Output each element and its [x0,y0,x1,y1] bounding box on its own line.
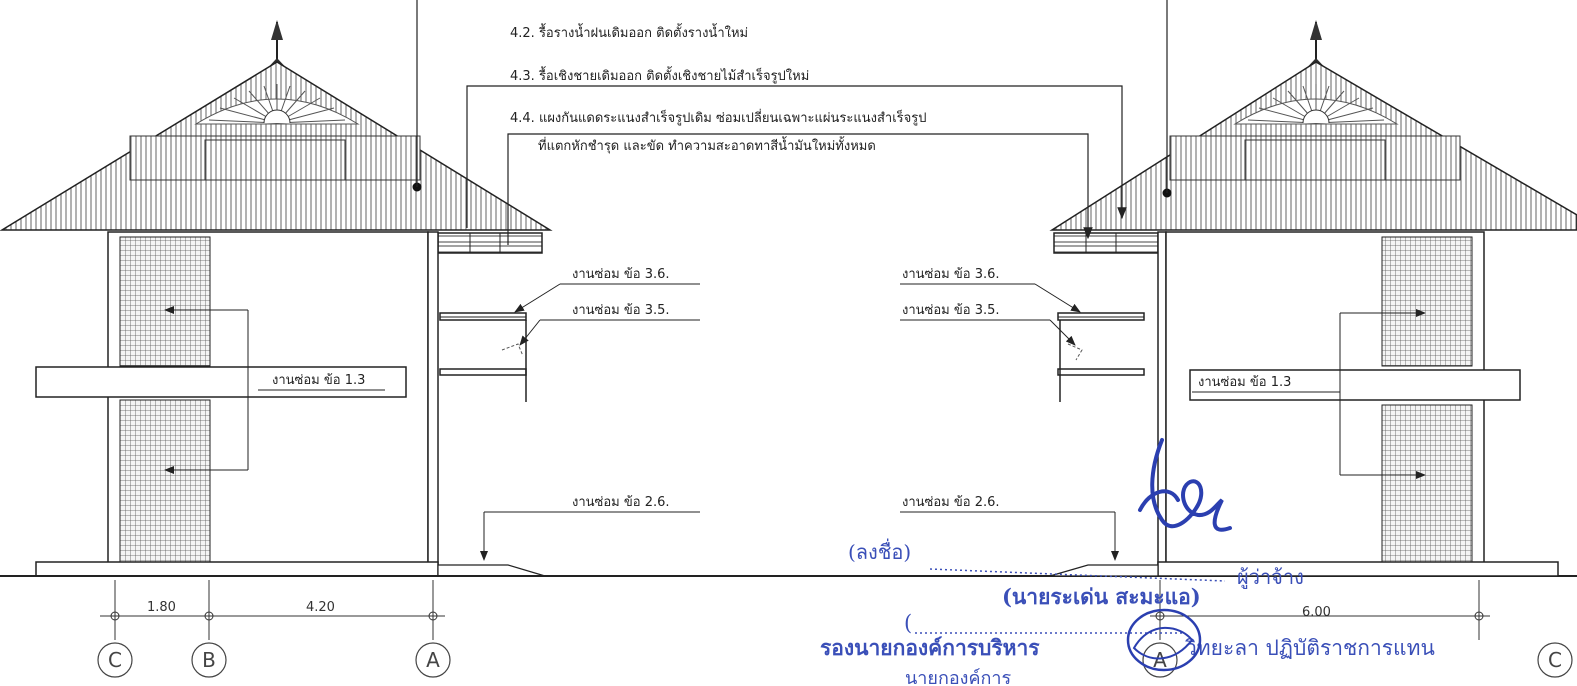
left-ramp [437,564,546,577]
left-sunburst [194,84,360,125]
right-callouts: งานซ่อม ข้อ 3.6. งานซ่อม ข้อ 3.5. งานซ่อ… [900,267,1340,561]
right-building [1049,20,1577,577]
left-building [0,20,553,577]
right-mesh-panel-lower [1381,404,1473,566]
left-mesh-panel-lower [119,399,211,566]
right-horizontal-beam [1189,369,1521,401]
official-stamp-mark [1126,608,1202,672]
signature-block: (ลงชื่อ) ผู้ว่าจ้าง (นายระเด่น สะมะแอ) (… [820,438,1435,686]
repair-notes: 4.2. รื้อรางน้ำฝนเดิมออก ติดตั้งรางน้ำให… [510,23,926,154]
right-sunburst [1233,84,1399,125]
dimension-lines [100,580,1490,640]
dim-left-cb: 1.80 [147,600,176,615]
callout-left-3-6: งานซ่อม ข้อ 3.6. [572,267,670,282]
open-paren: ( [904,611,912,635]
callout-left-2-6: งานซ่อม ข้อ 2.6. [572,495,670,510]
grid-c-right: C [1548,648,1562,672]
callout-right-3-5: งานซ่อม ข้อ 3.5. [902,303,1000,318]
handwritten-signature [1150,438,1232,532]
grid-a-right: A [1153,648,1167,672]
left-callouts: งานซ่อม ข้อ 3.6. งานซ่อม ข้อ 3.5. งานซ่อ… [258,267,700,561]
note-4-3: 4.3. รื้อเชิงชายเดิมออก ติดตั้งเชิงชายไม… [510,66,809,84]
left-louver-sunshade [437,232,543,254]
acting-title-1: รองนายกองค์การบริหาร [820,635,1040,660]
bottom-line: นายกองค์การ [905,668,1012,686]
grid-b-left: B [202,648,216,672]
left-ground-plinth [35,561,439,577]
callout-left-3-5: งานซ่อม ข้อ 3.5. [572,303,670,318]
right-ramp [1049,564,1159,577]
right-ground-plinth [1157,561,1559,577]
note-4-4: 4.4. แผงกันแดดระแนงสำเร็จรูปเดิม ซ่อมเปล… [510,108,926,126]
left-horizontal-beam [35,366,407,398]
role-contractor: ผู้ว่าจ้าง [1237,565,1304,590]
dim-left-ba: 4.20 [306,600,335,615]
callout-right-1-3: งานซ่อม ข้อ 1.3 [1198,375,1291,390]
grid-a-left: A [426,648,440,672]
left-mesh-panel-upper [119,236,211,367]
right-louver-sunshade [1053,232,1159,254]
right-mesh-panel-upper [1381,236,1473,367]
note-leader-lines [416,0,1168,245]
callout-right-3-6: งานซ่อม ข้อ 3.6. [902,267,1000,282]
callout-right-2-6: งานซ่อม ข้อ 2.6. [902,495,1000,510]
sign-prefix: (ลงชื่อ) [848,538,911,564]
signatory-name: (นายระเด่น สะมะแอ) [1002,584,1201,609]
dim-right: 6.00 [1302,605,1331,620]
acting-title-2: วิทยะลา ปฏิบัติราชการแทน [1185,636,1435,660]
left-wall-annex [427,231,439,566]
note-4-4-cont: ที่แตกหักชำรุด และขัด ทำความสะอาดทาสีน้ำ… [538,136,876,154]
grid-c-left: C [108,648,122,672]
note-4-2: 4.2. รื้อรางน้ำฝนเดิมออก ติดตั้งรางน้ำให… [510,23,748,41]
callout-left-1-3: งานซ่อม ข้อ 1.3 [272,373,365,388]
